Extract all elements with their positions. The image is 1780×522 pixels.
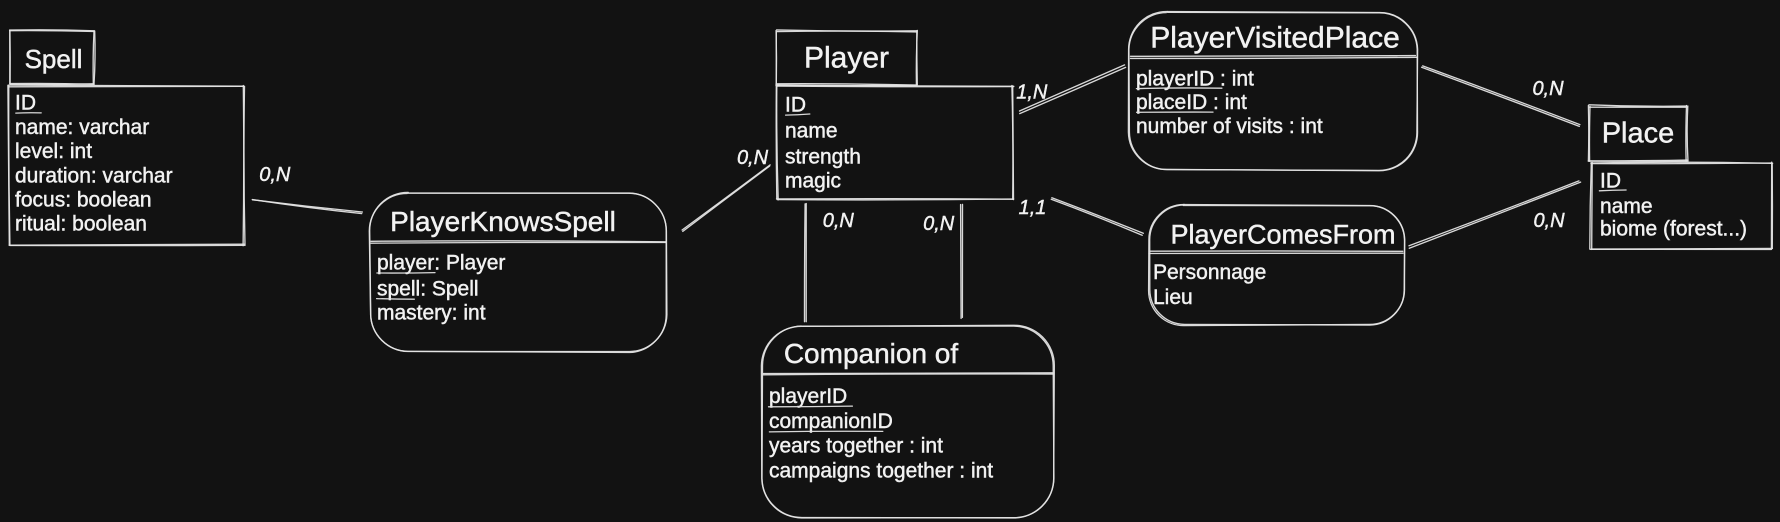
- svg-text:duration: varchar: duration: varchar: [15, 164, 173, 187]
- svg-text:mastery: int: mastery: int: [377, 302, 486, 325]
- svg-text:name: name: [785, 120, 838, 143]
- svg-text:player: Player: player: Player: [377, 252, 505, 275]
- svg-text:biome (forest...): biome (forest...): [1600, 218, 1747, 241]
- svg-text:companionID: companionID: [769, 410, 893, 433]
- svg-text:magic: magic: [785, 170, 841, 193]
- svg-text:Place: Place: [1602, 117, 1675, 149]
- svg-text:placeID : int: placeID : int: [1136, 91, 1247, 114]
- svg-text:Player: Player: [804, 42, 889, 75]
- svg-text:playerID: playerID: [769, 385, 847, 408]
- svg-text:Lieu: Lieu: [1153, 286, 1193, 309]
- svg-text:ID: ID: [785, 94, 806, 117]
- svg-text:0,N: 0,N: [1532, 78, 1564, 100]
- svg-text:number of visits : int: number of visits : int: [1136, 115, 1323, 138]
- svg-text:spell: Spell: spell: Spell: [377, 278, 479, 301]
- svg-text:ID: ID: [15, 92, 36, 115]
- svg-text:Personnage: Personnage: [1153, 261, 1266, 284]
- svg-text:1,1: 1,1: [1019, 197, 1047, 219]
- svg-text:level: int: level: int: [15, 140, 92, 163]
- svg-text:Spell: Spell: [25, 44, 83, 74]
- svg-text:PlayerComesFrom: PlayerComesFrom: [1170, 220, 1395, 250]
- svg-text:years together : int: years together : int: [769, 435, 943, 458]
- svg-text:Companion of: Companion of: [784, 338, 959, 369]
- svg-text:focus: boolean: focus: boolean: [15, 189, 152, 212]
- svg-text:1,N: 1,N: [1016, 82, 1048, 104]
- svg-text:0,N: 0,N: [737, 147, 769, 169]
- svg-text:name: name: [1600, 195, 1653, 218]
- svg-text:strength: strength: [785, 146, 861, 169]
- svg-text:PlayerVisitedPlace: PlayerVisitedPlace: [1150, 22, 1400, 55]
- svg-text:ritual: boolean: ritual: boolean: [15, 213, 147, 236]
- svg-text:PlayerKnowsSpell: PlayerKnowsSpell: [390, 206, 616, 237]
- svg-text:0,N: 0,N: [259, 164, 291, 186]
- svg-text:0,N: 0,N: [823, 210, 855, 232]
- svg-text:0,N: 0,N: [1533, 210, 1565, 232]
- svg-text:ID: ID: [1600, 170, 1621, 193]
- svg-text:0,N: 0,N: [923, 213, 955, 235]
- svg-text:campaigns together : int: campaigns together : int: [769, 460, 993, 483]
- svg-text:playerID : int: playerID : int: [1136, 68, 1254, 91]
- svg-text:name: varchar: name: varchar: [15, 116, 149, 139]
